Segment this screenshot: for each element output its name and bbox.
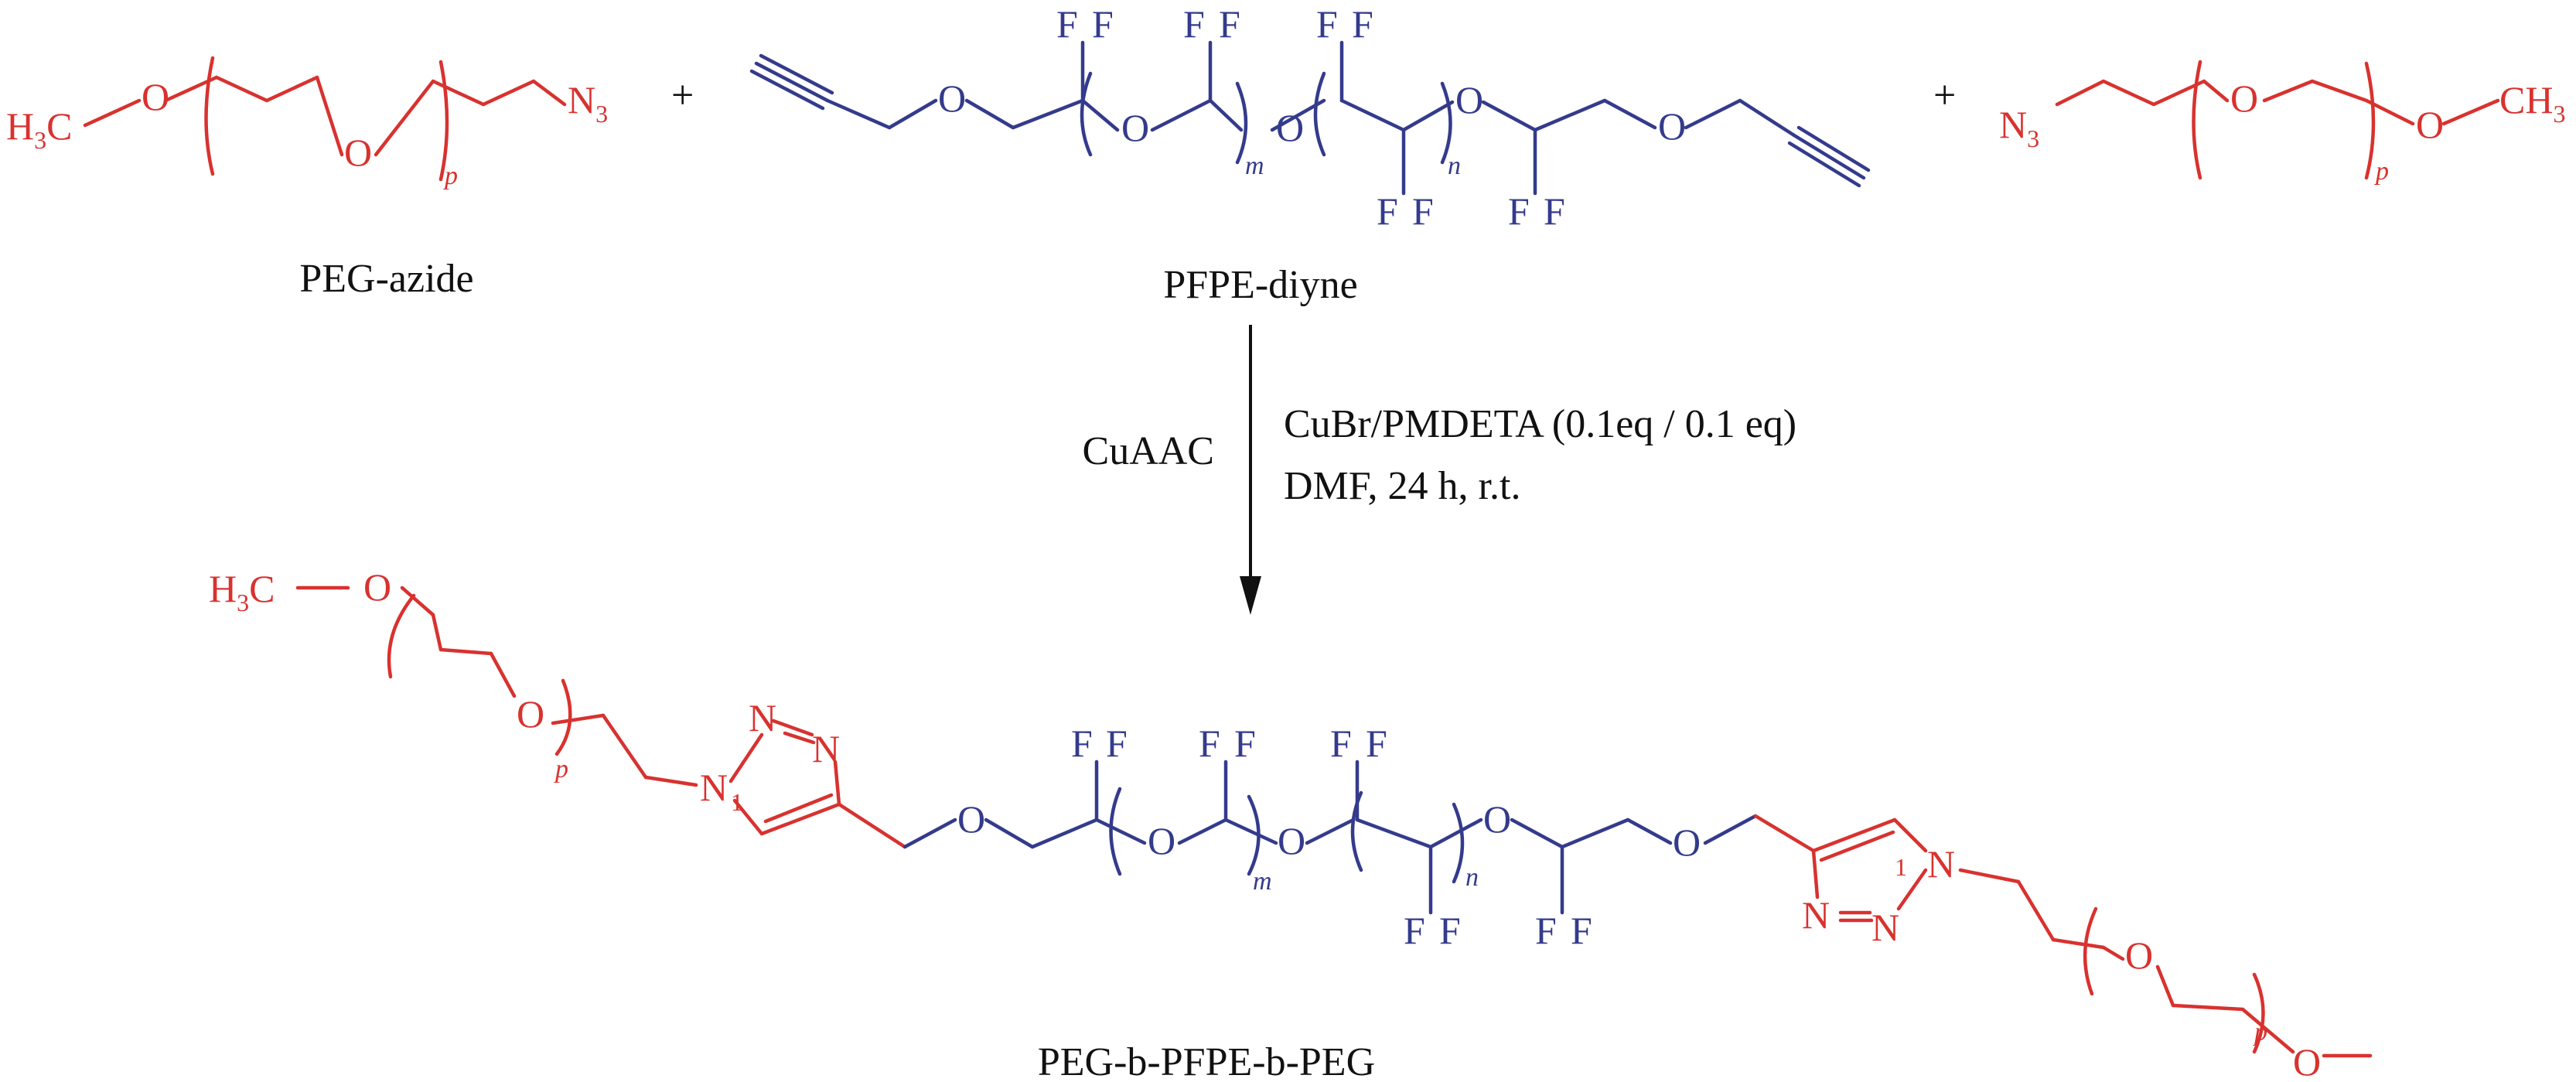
product-structure: H3C O O p N 1 N N	[209, 565, 2373, 1082]
azide-group-right: N3	[1999, 103, 2039, 152]
fluorine-atom: F	[1056, 2, 1078, 46]
azide-group-left: N3	[568, 78, 608, 128]
methyl-group-left: H3C	[6, 104, 72, 154]
methyl-group-product-left: H3C	[209, 567, 275, 616]
fluorine-atom: F	[1412, 189, 1434, 233]
oxygen-atom: O	[344, 131, 372, 174]
oxygen-atom: O	[1121, 106, 1149, 149]
oxygen-atom: O	[1148, 819, 1175, 862]
peg-azide-right-bonds	[2055, 60, 2500, 180]
repeat-unit-m: m	[1245, 152, 1264, 180]
oxygen-atom: O	[1278, 819, 1305, 862]
fluorine-atom: F	[1199, 722, 1220, 765]
repeat-unit-n: n	[1465, 863, 1479, 892]
fluorine-atom: F	[1071, 722, 1093, 765]
reaction-name: CuAAC	[1083, 429, 1214, 473]
fluorine-atom: F	[1352, 2, 1373, 46]
oxygen-atom: O	[142, 75, 169, 118]
nitrogen-atom: N	[700, 766, 728, 809]
oxygen-atom: O	[1658, 104, 1686, 148]
oxygen-atom: O	[1483, 797, 1511, 841]
oxygen-atom: O	[1276, 106, 1304, 149]
pfpe-diyne-label: PFPE-diyne	[1163, 263, 1357, 307]
product-pfpe-bonds	[902, 759, 1758, 915]
nitrogen-atom: N	[1871, 906, 1899, 949]
reaction-conditions-catalyst: CuBr/PMDETA (0.1eq / 0.1 eq)	[1284, 402, 1796, 446]
nitrogen-locant: 1	[731, 788, 743, 816]
methyl-group-right: CH3	[2499, 78, 2565, 128]
pfpe-diyne-structure: O F F O F F m O F F F F n O F F O	[749, 2, 1871, 233]
pfpe-diyne-bonds	[749, 40, 1871, 196]
repeat-unit-p: p	[2374, 157, 2389, 186]
oxygen-atom: O	[2293, 1040, 2321, 1082]
product-label: PEG-b-PFPE-b-PEG	[1038, 1040, 1375, 1082]
reaction-conditions-solvent: DMF, 24 h, r.t.	[1284, 464, 1520, 508]
oxygen-atom: O	[1673, 821, 1701, 864]
fluorine-atom: F	[1330, 722, 1352, 765]
oxygen-atom: O	[363, 565, 391, 609]
nitrogen-atom: N	[749, 696, 776, 739]
oxygen-atom: O	[517, 692, 544, 736]
fluorine-atom: F	[1404, 909, 1425, 952]
fluorine-atom: F	[1234, 722, 1256, 765]
repeat-unit-p: p	[554, 755, 568, 783]
fluorine-atom: F	[1571, 909, 1592, 952]
plus-sign: +	[1933, 73, 1956, 118]
fluorine-atom: F	[1366, 722, 1387, 765]
fluorine-atom: F	[1544, 189, 1565, 233]
fluorine-atom: F	[1219, 2, 1240, 46]
reaction-arrow	[1240, 325, 1261, 615]
fluorine-atom: F	[1183, 2, 1205, 46]
oxygen-atom: O	[2416, 103, 2444, 146]
plus-sign: +	[671, 73, 694, 118]
repeat-unit-p: p	[443, 162, 458, 190]
peg-azide-label: PEG-azide	[299, 257, 473, 301]
oxygen-atom: O	[2230, 77, 2258, 120]
nitrogen-atom: N	[1802, 893, 1830, 937]
fluorine-atom: F	[1439, 909, 1461, 952]
oxygen-atom: O	[957, 797, 985, 841]
nitrogen-atom: N	[812, 727, 840, 770]
product-peg-right-bonds	[1753, 814, 2373, 1058]
fluorine-atom: F	[1106, 722, 1128, 765]
oxygen-atom: O	[2125, 934, 2153, 977]
oxygen-atom: O	[1455, 78, 1483, 121]
repeat-unit-p: p	[2253, 1018, 2267, 1046]
nitrogen-atom: N	[1927, 842, 1955, 886]
repeat-unit-n: n	[1448, 152, 1461, 180]
fluorine-atom: F	[1316, 2, 1338, 46]
fluorine-atom: F	[1092, 2, 1114, 46]
fluorine-atom: F	[1377, 189, 1398, 233]
peg-azide-left-bonds	[83, 56, 567, 182]
oxygen-atom: O	[938, 77, 966, 120]
fluorine-atom: F	[1535, 909, 1557, 952]
peg-azide-left-structure: H3C O O p N3	[6, 56, 608, 190]
nitrogen-locant: 1	[1895, 853, 1907, 881]
fluorine-atom: F	[1508, 189, 1530, 233]
repeat-unit-m: m	[1253, 867, 1272, 896]
product-peg-left-bonds	[295, 585, 907, 849]
peg-azide-right-structure: N3 O p O CH3	[1999, 60, 2565, 186]
triazole-double-bond	[771, 718, 814, 737]
